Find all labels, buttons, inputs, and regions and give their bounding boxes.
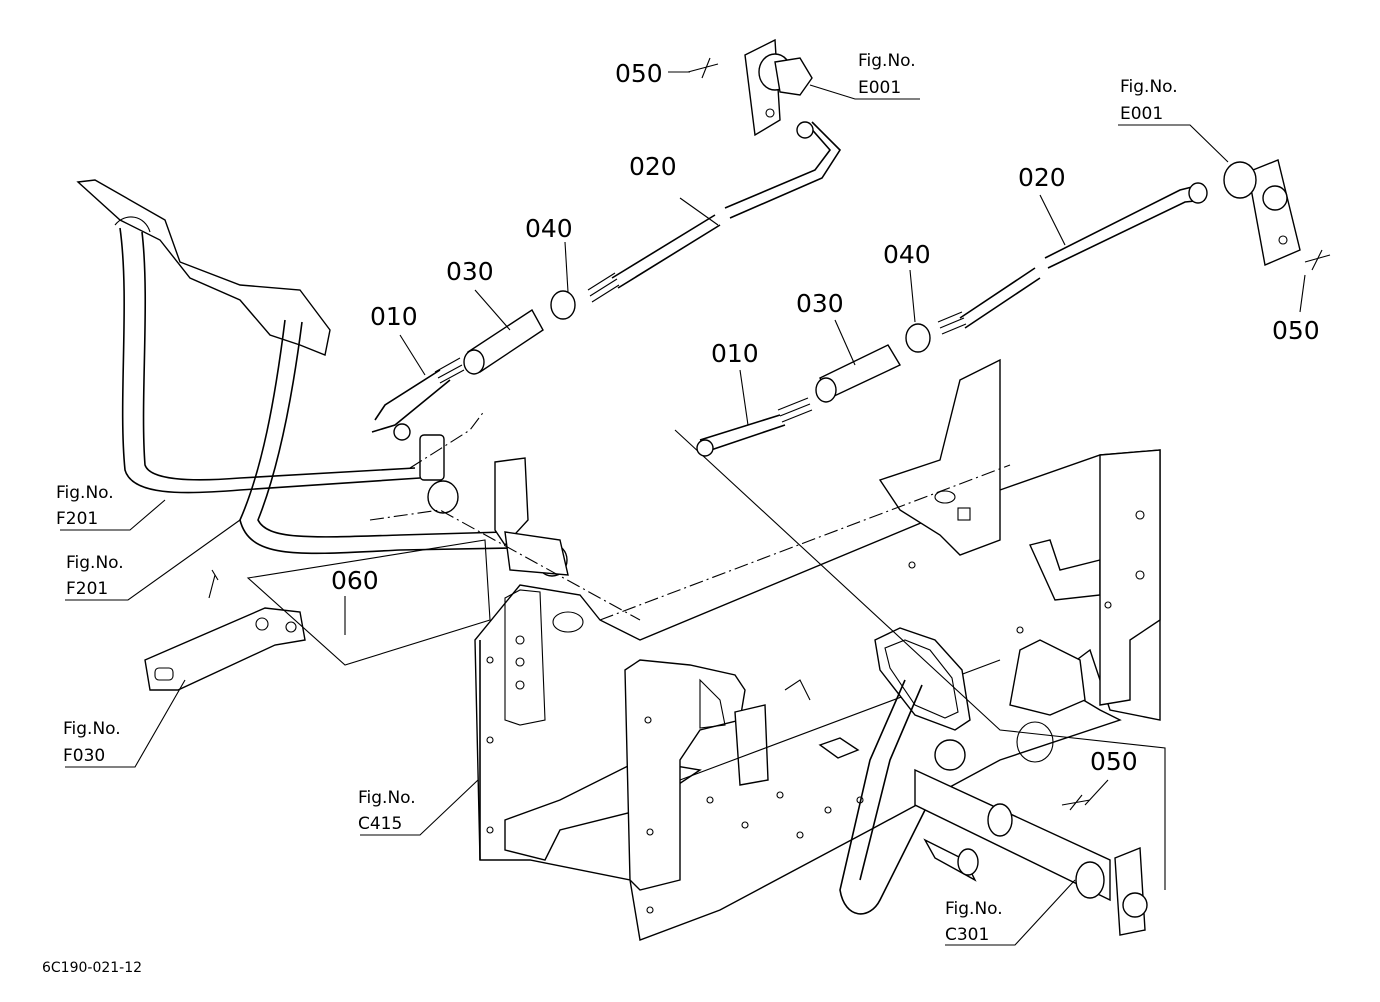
fig-ref-e001-right-label: Fig.No. [1120,77,1178,97]
right-rod-set-drawing [674,159,1331,890]
part-label-010-left: 010 [370,302,418,331]
part-label-060: 060 [331,566,379,595]
left-rod-set-drawing [371,38,842,441]
leader-lines [60,71,1306,946]
part-label-020-right: 020 [1018,163,1066,192]
part-label-050-top: 050 [615,59,663,88]
drawing-code: 6C190-021-12 [42,960,142,976]
part-label-020-left: 020 [629,152,677,181]
fig-ref-e001-right-number: E001 [1120,104,1163,124]
fig-ref-f201-a-number: F201 [56,509,98,529]
pedal-assembly-drawing [76,179,569,691]
part-label-030-left: 030 [446,257,494,286]
fig-ref-c301-label: Fig.No. [945,899,1003,919]
fig-ref-f030-number: F030 [63,746,105,766]
part-label-050-bottom: 050 [1090,747,1138,776]
frame-chassis-drawing [474,358,1161,941]
fig-ref-c301-number: C301 [945,925,989,945]
part-label-010-right: 010 [711,339,759,368]
centre-lines [369,409,1011,621]
part-label-040-left: 040 [525,214,573,243]
part-label-040-right: 040 [883,240,931,269]
part-label-030-right: 030 [796,289,844,318]
fig-ref-c415-number: C415 [358,814,402,834]
fig-ref-f201-b-label: Fig.No. [66,553,124,573]
fig-ref-f030-label: Fig.No. [63,719,121,739]
fig-ref-c415-label: Fig.No. [358,788,416,808]
fig-ref-e001-top-number: E001 [858,78,901,98]
part-label-050-right: 050 [1272,316,1320,345]
fig-ref-f201-b-number: F201 [66,579,108,599]
fig-ref-f201-a-label: Fig.No. [56,483,114,503]
right-pedal-shaft-drawing [839,627,1148,936]
fig-ref-e001-top-label: Fig.No. [858,51,916,71]
